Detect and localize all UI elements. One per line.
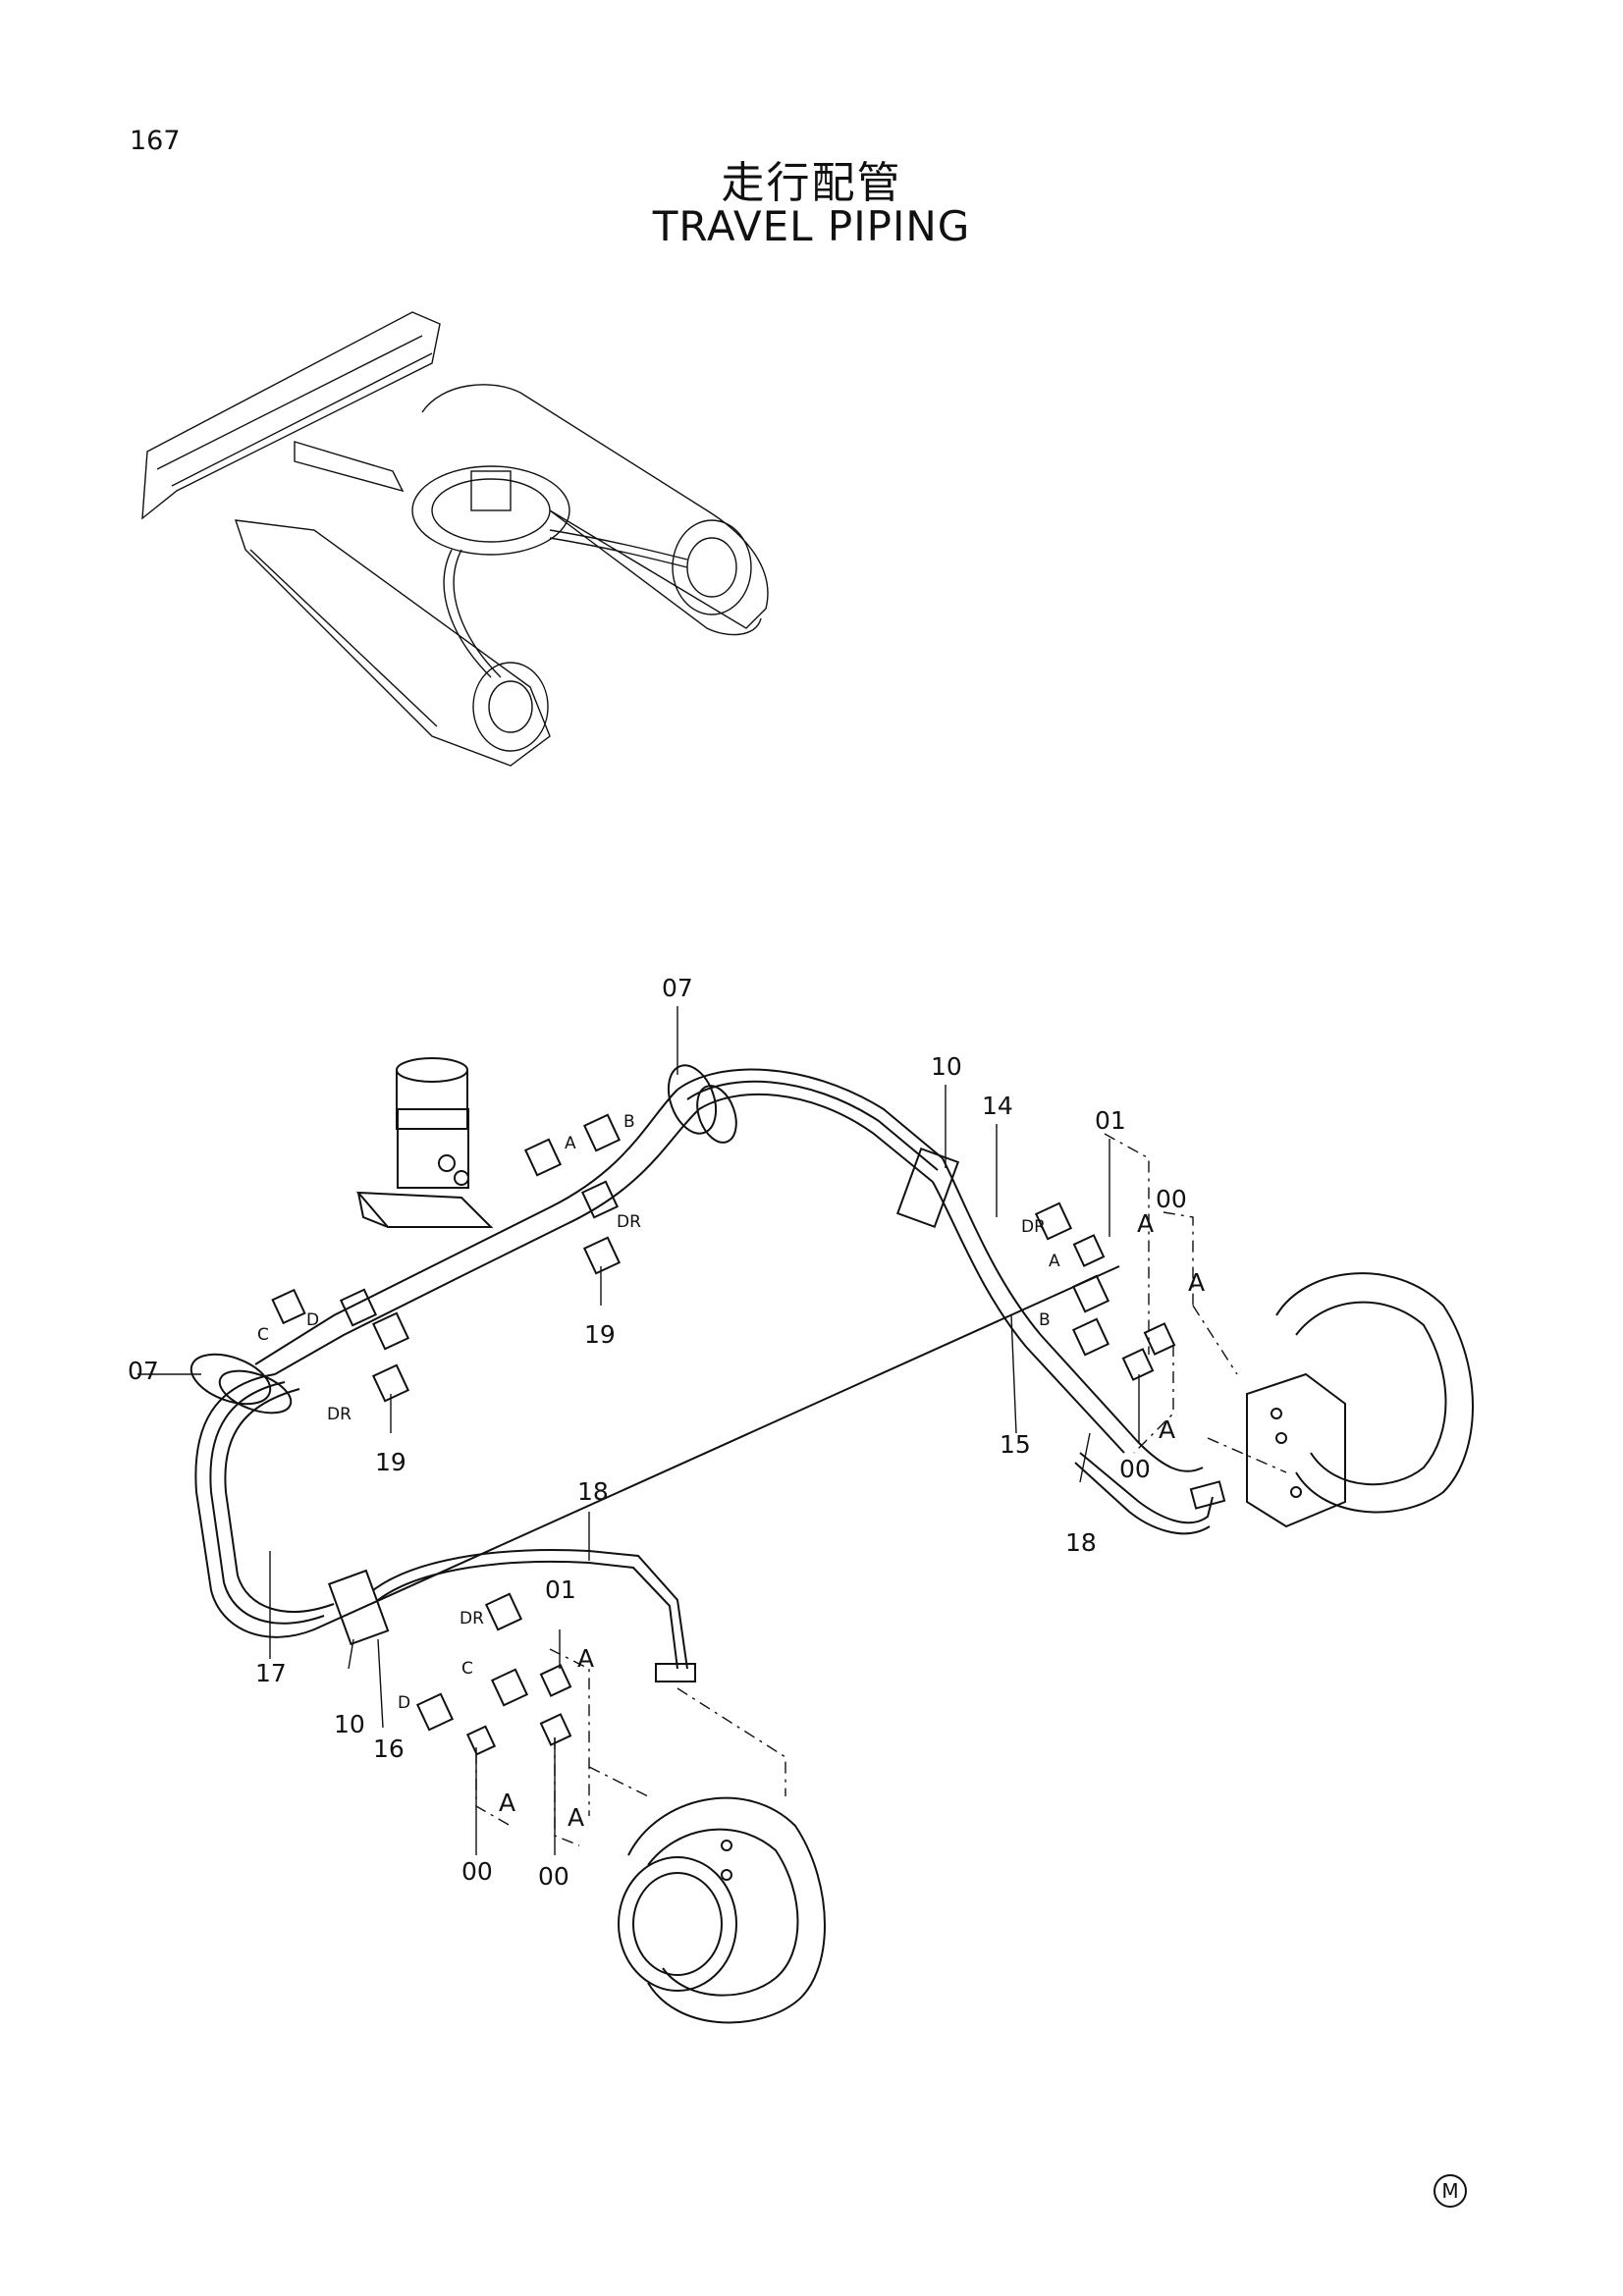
swivel-joint bbox=[355, 1057, 494, 1228]
section-a-r2: A bbox=[1188, 1268, 1205, 1297]
callout-10-left: 10 bbox=[334, 1710, 365, 1738]
page-title-japanese: 走行配管 bbox=[721, 158, 902, 208]
callout-19-mid: 19 bbox=[584, 1320, 616, 1349]
callout-19-low: 19 bbox=[375, 1448, 406, 1476]
hose-bundle bbox=[194, 1068, 1204, 1638]
pipe-18 bbox=[372, 1452, 1226, 1682]
callout-00-right-bottom: 00 bbox=[1119, 1455, 1151, 1483]
section-a-l1: A bbox=[577, 1644, 594, 1673]
clamps bbox=[189, 1064, 960, 1646]
callout-00-left-b: 00 bbox=[538, 1862, 569, 1891]
callout-18-left: 18 bbox=[577, 1477, 609, 1506]
callout-07-top: 07 bbox=[662, 974, 693, 1002]
port-dr-lower: DR bbox=[460, 1609, 484, 1629]
footer-mark: M bbox=[1434, 2174, 1467, 2208]
port-b-swivel: B bbox=[623, 1112, 635, 1132]
callout-00-left-a: 00 bbox=[461, 1857, 493, 1886]
port-c-lower: C bbox=[461, 1659, 473, 1679]
callout-01-left: 01 bbox=[545, 1575, 576, 1604]
port-d-left: D bbox=[306, 1310, 319, 1330]
port-a-right: A bbox=[1049, 1252, 1060, 1271]
callout-07-left: 07 bbox=[128, 1357, 159, 1385]
section-a-l2: A bbox=[499, 1789, 515, 1817]
callout-15: 15 bbox=[1000, 1430, 1031, 1459]
travel-motor-right bbox=[1246, 1272, 1474, 1528]
travel-motor-left bbox=[618, 1796, 826, 2024]
leader-lines bbox=[137, 1006, 1140, 1855]
callout-16: 16 bbox=[373, 1735, 405, 1763]
undercarriage-overview bbox=[141, 311, 769, 767]
callout-17: 17 bbox=[255, 1659, 287, 1687]
port-c-left: C bbox=[257, 1325, 269, 1345]
fittings bbox=[271, 1113, 1176, 1756]
callout-01-right: 01 bbox=[1095, 1106, 1126, 1135]
callout-10-right: 10 bbox=[931, 1052, 962, 1081]
callout-00-right-top: 00 bbox=[1156, 1185, 1187, 1213]
port-dr-right: DR bbox=[1021, 1217, 1046, 1237]
port-b-right: B bbox=[1039, 1310, 1051, 1330]
port-labels: A B DR C D DR DR A B DR C D bbox=[257, 1112, 1060, 1713]
port-dr-swivel: DR bbox=[617, 1212, 641, 1232]
callout-labels: 07 10 14 01 00 19 07 19 15 00 18 18 01 1… bbox=[128, 974, 1187, 1891]
section-marks: A A A A A A bbox=[499, 1209, 1205, 1832]
section-a-r1: A bbox=[1137, 1209, 1154, 1238]
callout-18-right: 18 bbox=[1065, 1528, 1097, 1557]
port-d-lower: D bbox=[398, 1693, 410, 1713]
port-a-swivel: A bbox=[565, 1134, 576, 1153]
section-a-l3: A bbox=[568, 1803, 584, 1832]
page-title: TRAVEL PIPING bbox=[652, 202, 971, 250]
callout-14: 14 bbox=[982, 1092, 1013, 1120]
port-dr-left-low: DR bbox=[327, 1405, 352, 1424]
section-a-r3: A bbox=[1159, 1415, 1175, 1444]
page-number: 167 bbox=[130, 126, 181, 156]
